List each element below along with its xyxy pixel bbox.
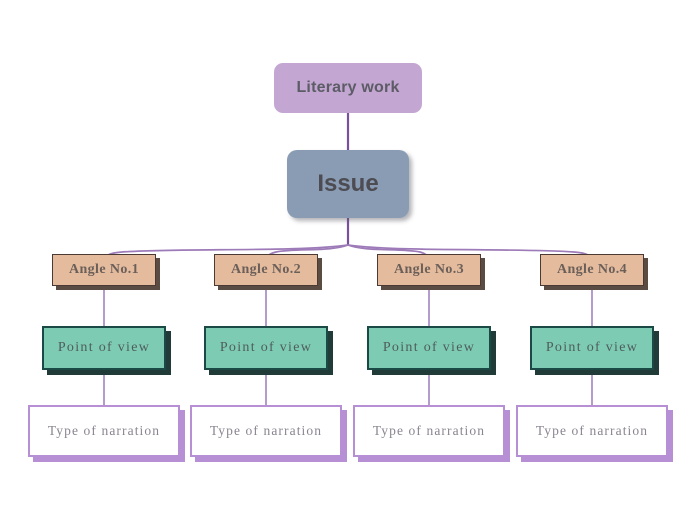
node-angle-1-label: Angle No.1 <box>68 262 140 277</box>
node-type-of-narration-3-label: Type of narration <box>372 423 486 438</box>
node-angle-2[interactable]: Angle No.2 <box>214 254 318 286</box>
node-type-of-narration-4[interactable]: Type of narration <box>516 405 668 457</box>
node-type-of-narration-1-label: Type of narration <box>47 423 161 438</box>
node-point-of-view-3[interactable]: Point of view <box>367 326 491 370</box>
node-issue-label: Issue <box>317 170 379 197</box>
node-point-of-view-3-label: Point of view <box>382 340 476 355</box>
node-literary-work-label: Literary work <box>296 79 400 96</box>
node-angle-3-label: Angle No.3 <box>393 262 465 277</box>
node-point-of-view-4-label: Point of view <box>545 340 639 355</box>
node-type-of-narration-2-label: Type of narration <box>209 423 323 438</box>
node-point-of-view-4[interactable]: Point of view <box>530 326 654 370</box>
node-literary-work[interactable]: Literary work <box>274 63 422 113</box>
node-point-of-view-2-label: Point of view <box>219 340 313 355</box>
node-angle-2-label: Angle No.2 <box>230 262 302 277</box>
node-angle-4-label: Angle No.4 <box>556 262 628 277</box>
node-angle-3[interactable]: Angle No.3 <box>377 254 481 286</box>
node-type-of-narration-1[interactable]: Type of narration <box>28 405 180 457</box>
node-type-of-narration-4-label: Type of narration <box>535 423 649 438</box>
node-issue[interactable]: Issue <box>287 150 409 218</box>
node-angle-4[interactable]: Angle No.4 <box>540 254 644 286</box>
node-point-of-view-1-label: Point of view <box>57 340 151 355</box>
node-point-of-view-2[interactable]: Point of view <box>204 326 328 370</box>
node-point-of-view-1[interactable]: Point of view <box>42 326 166 370</box>
node-angle-1[interactable]: Angle No.1 <box>52 254 156 286</box>
node-type-of-narration-2[interactable]: Type of narration <box>190 405 342 457</box>
node-type-of-narration-3[interactable]: Type of narration <box>353 405 505 457</box>
